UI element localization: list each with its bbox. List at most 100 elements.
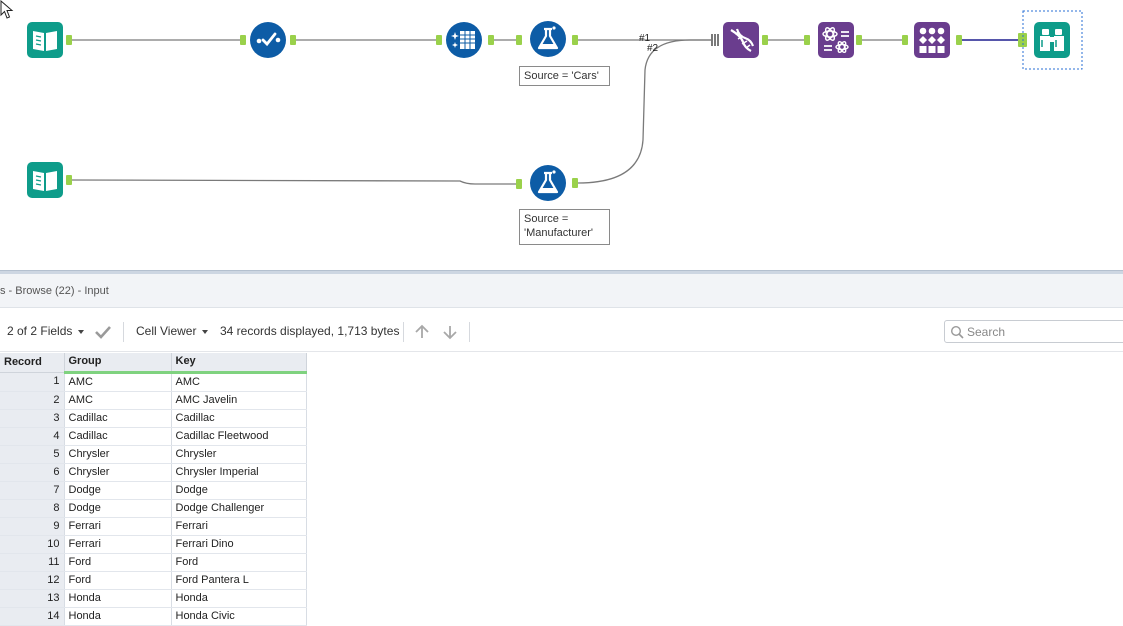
key-cell[interactable]: AMC Javelin (171, 391, 307, 410)
make-group-tool[interactable] (818, 22, 854, 58)
group-cell[interactable]: Honda (64, 589, 172, 608)
filter-annotation-cars[interactable]: Source = 'Cars' (519, 66, 610, 86)
connection-line (71, 179, 516, 185)
key-cell[interactable]: Chrysler (171, 445, 307, 464)
group-cell[interactable]: AMC (64, 372, 172, 392)
record-cell: 9 (0, 517, 65, 536)
results-header: s - Browse (22) - Input (0, 274, 1123, 308)
fuzzy-match-tool[interactable] (723, 22, 759, 58)
cross-tab-tool[interactable] (914, 22, 950, 58)
connections-layer (66, 10, 1083, 189)
record-cell: 5 (0, 445, 65, 464)
multi-input-anchor (711, 34, 719, 46)
key-cell[interactable]: Honda (171, 589, 307, 608)
arrow-down-icon[interactable] (442, 324, 458, 340)
key-cell[interactable]: Dodge (171, 481, 307, 500)
key-cell[interactable]: Chrysler Imperial (171, 463, 307, 482)
checkmark-circle-icon (250, 22, 286, 58)
search-box[interactable] (944, 320, 1123, 343)
record-cell: 4 (0, 427, 65, 446)
results-title: s - Browse (22) - Input (0, 285, 109, 297)
formula-tool[interactable] (446, 22, 482, 58)
group-cell[interactable]: Ferrari (64, 535, 172, 554)
key-cell[interactable]: Honda Civic (171, 607, 307, 626)
toolbar-divider (123, 322, 124, 342)
toolbar-divider (403, 322, 404, 342)
filter-tool-cars[interactable] (530, 21, 566, 57)
group-cell[interactable]: Cadillac (64, 427, 172, 446)
book-icon (27, 22, 63, 58)
key-cell[interactable]: Ford (171, 553, 307, 572)
column-header-key[interactable]: Key (171, 353, 307, 374)
fields-dropdown[interactable]: 2 of 2 Fields (7, 324, 85, 338)
fields-label: 2 of 2 Fields (7, 324, 73, 338)
record-cell: 10 (0, 535, 65, 554)
book-icon (27, 162, 63, 198)
column-header-record[interactable]: Record (0, 353, 65, 373)
group-cell[interactable]: Ford (64, 553, 172, 572)
checkmark-icon[interactable] (94, 325, 112, 339)
record-cell: 13 (0, 589, 65, 608)
cell-viewer-label: Cell Viewer (136, 324, 197, 338)
record-cell: 2 (0, 391, 65, 410)
flask-icon (530, 165, 566, 201)
toolbar-divider (469, 322, 470, 342)
search-input[interactable] (967, 323, 1117, 340)
chevron-down-icon (78, 329, 85, 334)
key-cell[interactable]: Ferrari (171, 517, 307, 536)
group-cell[interactable]: Honda (64, 607, 172, 626)
anchors (66, 33, 1027, 189)
dna-icon (723, 22, 759, 58)
key-cell[interactable]: Dodge Challenger (171, 499, 307, 518)
browse-tool[interactable] (1034, 22, 1070, 58)
record-cell: 8 (0, 499, 65, 518)
group-cell[interactable]: Chrysler (64, 463, 172, 482)
filter-annotation-manufacturer[interactable]: Source = 'Manufacturer' (519, 209, 610, 245)
shapes-grid-icon (914, 22, 950, 58)
group-cell[interactable]: Dodge (64, 481, 172, 500)
table-header-row: Record Group Key (0, 353, 307, 374)
group-cell[interactable]: Ferrari (64, 517, 172, 536)
record-cell: 7 (0, 481, 65, 500)
key-cell[interactable]: Cadillac (171, 409, 307, 428)
workflow-canvas[interactable]: Source = 'Cars' Source = 'Manufacturer' … (0, 0, 1123, 270)
key-cell[interactable]: AMC (171, 372, 307, 392)
connection-label-1: #1 (639, 33, 651, 44)
column-header-group[interactable]: Group (64, 353, 172, 374)
group-cell[interactable]: Dodge (64, 499, 172, 518)
record-cell: 6 (0, 463, 65, 482)
key-cell[interactable]: Ford Pantera L (171, 571, 307, 590)
connection-label-2: #2 (647, 43, 659, 54)
group-cell[interactable]: Chrysler (64, 445, 172, 464)
group-cell[interactable]: Ford (64, 571, 172, 590)
pane-splitter[interactable] (0, 270, 1123, 274)
input-tool-manufacturer[interactable] (27, 162, 63, 198)
arrow-up-icon[interactable] (414, 324, 430, 340)
input-tool-cars[interactable] (27, 22, 63, 58)
key-cell[interactable]: Cadillac Fleetwood (171, 427, 307, 446)
filter-tool-manufacturer[interactable] (530, 165, 566, 201)
cell-viewer-dropdown[interactable]: Cell Viewer (136, 324, 209, 338)
search-icon (950, 325, 964, 339)
select-tool[interactable] (250, 22, 286, 58)
group-cell[interactable]: AMC (64, 391, 172, 410)
key-cell[interactable]: Ferrari Dino (171, 535, 307, 554)
mouse-pointer-icon (0, 0, 14, 19)
record-cell: 14 (0, 607, 65, 626)
record-cell: 1 (0, 372, 65, 392)
group-cell[interactable]: Cadillac (64, 409, 172, 428)
